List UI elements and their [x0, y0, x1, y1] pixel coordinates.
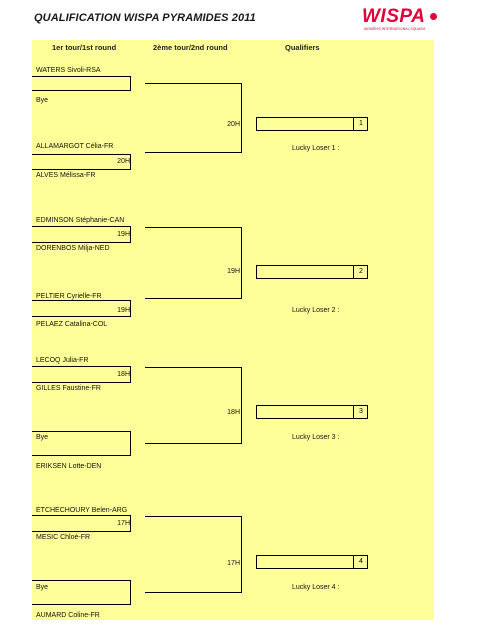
qualifier-slot: 2	[256, 265, 368, 279]
draw-sheet	[32, 40, 434, 620]
match-time: 18H	[117, 371, 130, 378]
match-time: 19H	[117, 307, 130, 314]
lucky-loser-label: Lucky Loser 2 :	[292, 307, 340, 314]
lucky-loser-label: Lucky Loser 3 :	[292, 434, 340, 441]
logo-subtitle: WOMEN'S INTERNATIONAL SQUASH	[364, 27, 426, 31]
player-name: Bye	[36, 97, 49, 104]
lucky-loser-label: Lucky Loser 4 :	[292, 584, 340, 591]
match-box	[32, 431, 131, 456]
player-name: WATERS Sivoli-RSA	[36, 67, 101, 74]
player-name: Bye	[36, 434, 49, 441]
player-name: LECOQ Julia-FR	[36, 357, 89, 364]
header-round2: 2ème tour/2nd round	[153, 43, 228, 52]
qualifier-slot: 4	[256, 555, 368, 569]
match-box	[32, 300, 131, 317]
match-time: 20H	[227, 121, 240, 128]
page-title: QUALIFICATION WISPA PYRAMIDES 2011	[34, 12, 256, 24]
match-time: 19H	[117, 231, 130, 238]
match-time: 17H	[117, 520, 130, 527]
match-box	[32, 580, 131, 605]
header-qualifiers: Qualifiers	[285, 43, 320, 52]
match-time: 18H	[227, 409, 240, 416]
match-box	[32, 226, 131, 243]
qualifier-number: 2	[353, 266, 368, 278]
logo-text: WISPA	[362, 6, 426, 27]
match-time: 20H	[117, 158, 130, 165]
match-box	[32, 515, 131, 532]
round2-bracket	[145, 516, 242, 593]
player-name: AUMARD Coline-FR	[36, 612, 100, 619]
player-name: EDMINSON Stéphanie-CAN	[36, 217, 125, 224]
player-name: PELAEZ Catalina-COL	[36, 321, 108, 328]
round2-bracket	[145, 367, 242, 444]
match-time: 19H	[227, 268, 240, 275]
qualifier-slot: 3	[256, 405, 368, 419]
player-name: GILLES Faustine-FR	[36, 385, 101, 392]
match-box	[32, 76, 131, 91]
qualifier-slot: 1	[256, 117, 368, 131]
round2-bracket	[145, 227, 242, 299]
squash-ball-icon	[430, 13, 437, 20]
player-name: PELTIER Cyrielle-FR	[36, 293, 102, 300]
qualifier-number: 3	[353, 406, 368, 418]
match-time: 17H	[227, 560, 240, 567]
match-box	[32, 154, 131, 170]
player-name: MESIC Chloé-FR	[36, 534, 91, 541]
qualifier-number: 4	[353, 556, 368, 568]
player-name: ALLAMARGOT Célia-FR	[36, 143, 114, 150]
player-name: ALVES Mélissa-FR	[36, 172, 96, 179]
round2-bracket	[145, 83, 242, 153]
qualifier-number: 1	[353, 118, 368, 130]
player-name: ETCHECHOURY Belen-ARG	[36, 507, 128, 514]
match-box	[32, 366, 131, 383]
wispa-logo: WISPA WOMEN'S INTERNATIONAL SQUASH	[362, 6, 442, 34]
header-round1: 1er tour/1st round	[52, 43, 117, 52]
player-name: DORENBOS Milja-NED	[36, 245, 110, 252]
player-name: ERIKSEN Lotte-DEN	[36, 463, 102, 470]
player-name: Bye	[36, 584, 49, 591]
lucky-loser-label: Lucky Loser 1 :	[292, 145, 340, 152]
